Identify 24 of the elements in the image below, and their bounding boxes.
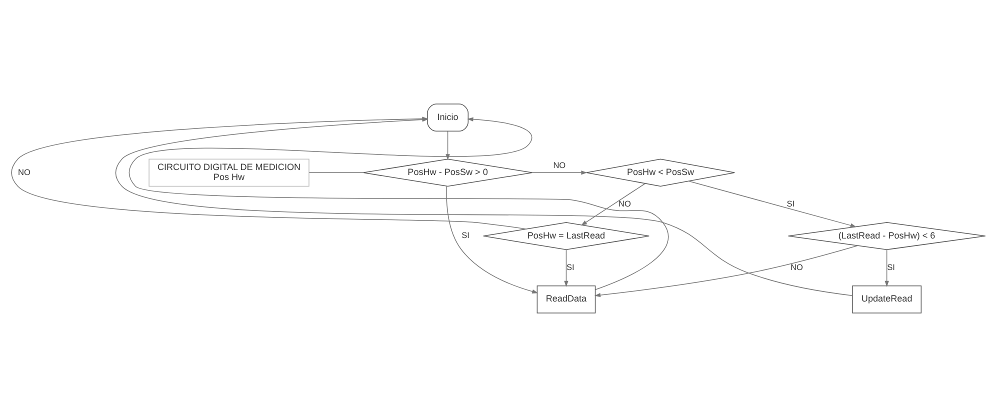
edge-label: SI [887,261,895,272]
edge-label: SI [786,198,795,208]
edge-label: SI [462,230,470,240]
node-box: Inicio [427,103,469,132]
edge-label: NO [790,261,803,272]
arrow [580,182,646,226]
edge-label: NO [553,159,566,170]
node-box: ReadData [536,284,596,313]
edge-label: SI [566,261,574,272]
arrow [884,249,889,286]
node-box: UpdateRead [852,284,922,313]
node-diamond: PosHw < PosSw [586,158,735,186]
edge-label: NO [618,198,631,208]
arrow [564,249,568,286]
node-diamond: PosHw = LastRead [482,222,650,250]
arrow [446,185,538,294]
arrow [594,244,858,297]
connector [308,172,364,173]
arrow [688,180,856,227]
node-box: CIRCUITO DIGITAL DE MEDICION Pos Hw [148,158,310,186]
arrow [532,170,588,174]
node-diamond: PosHw - PosSw > 0 [362,158,533,186]
arrow [446,130,450,160]
edge-label: NO [18,166,30,176]
